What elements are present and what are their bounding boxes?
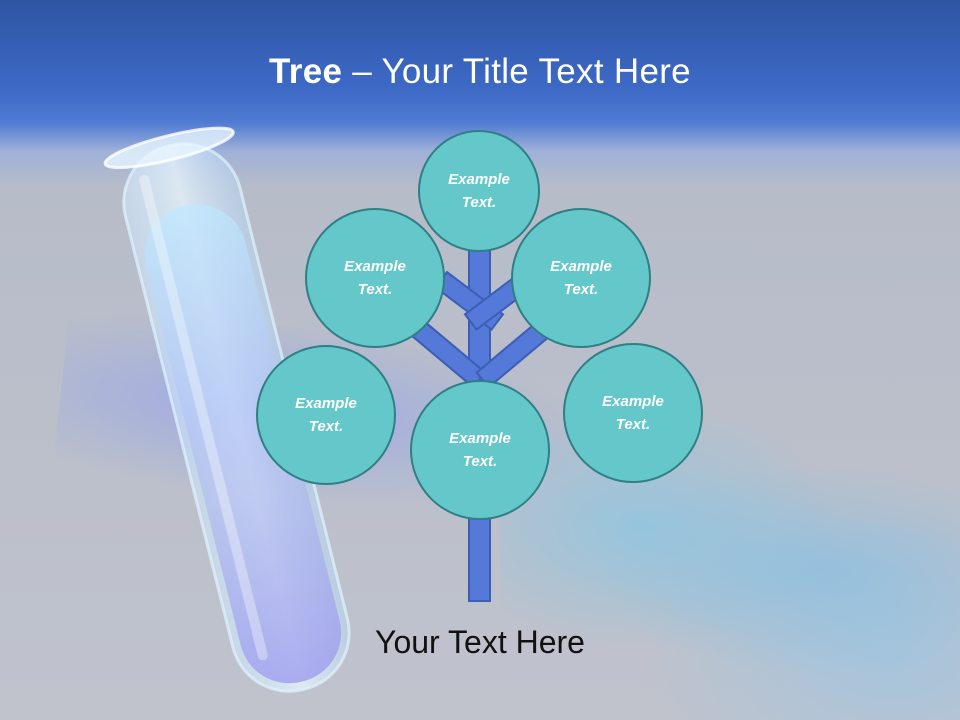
background-smoke xyxy=(500,420,960,720)
tree-node-upper-left: Example Text. xyxy=(305,208,445,348)
tree-node-center: Example Text. xyxy=(410,380,550,520)
tree-node-upper-right: Example Text. xyxy=(511,208,651,348)
title-bold-text: Tree xyxy=(269,52,343,91)
tree-node-lower-left: Example Text. xyxy=(256,345,396,485)
slide-title: Tree – Your Title Text Here xyxy=(0,52,960,92)
title-separator: – xyxy=(342,52,382,91)
tree-node-top: Example Text. xyxy=(418,130,540,252)
tree-node-lower-right: Example Text. xyxy=(563,343,703,483)
footer-text: Your Text Here xyxy=(375,624,585,660)
title-rest-text: Your Title Text Here xyxy=(381,52,691,91)
